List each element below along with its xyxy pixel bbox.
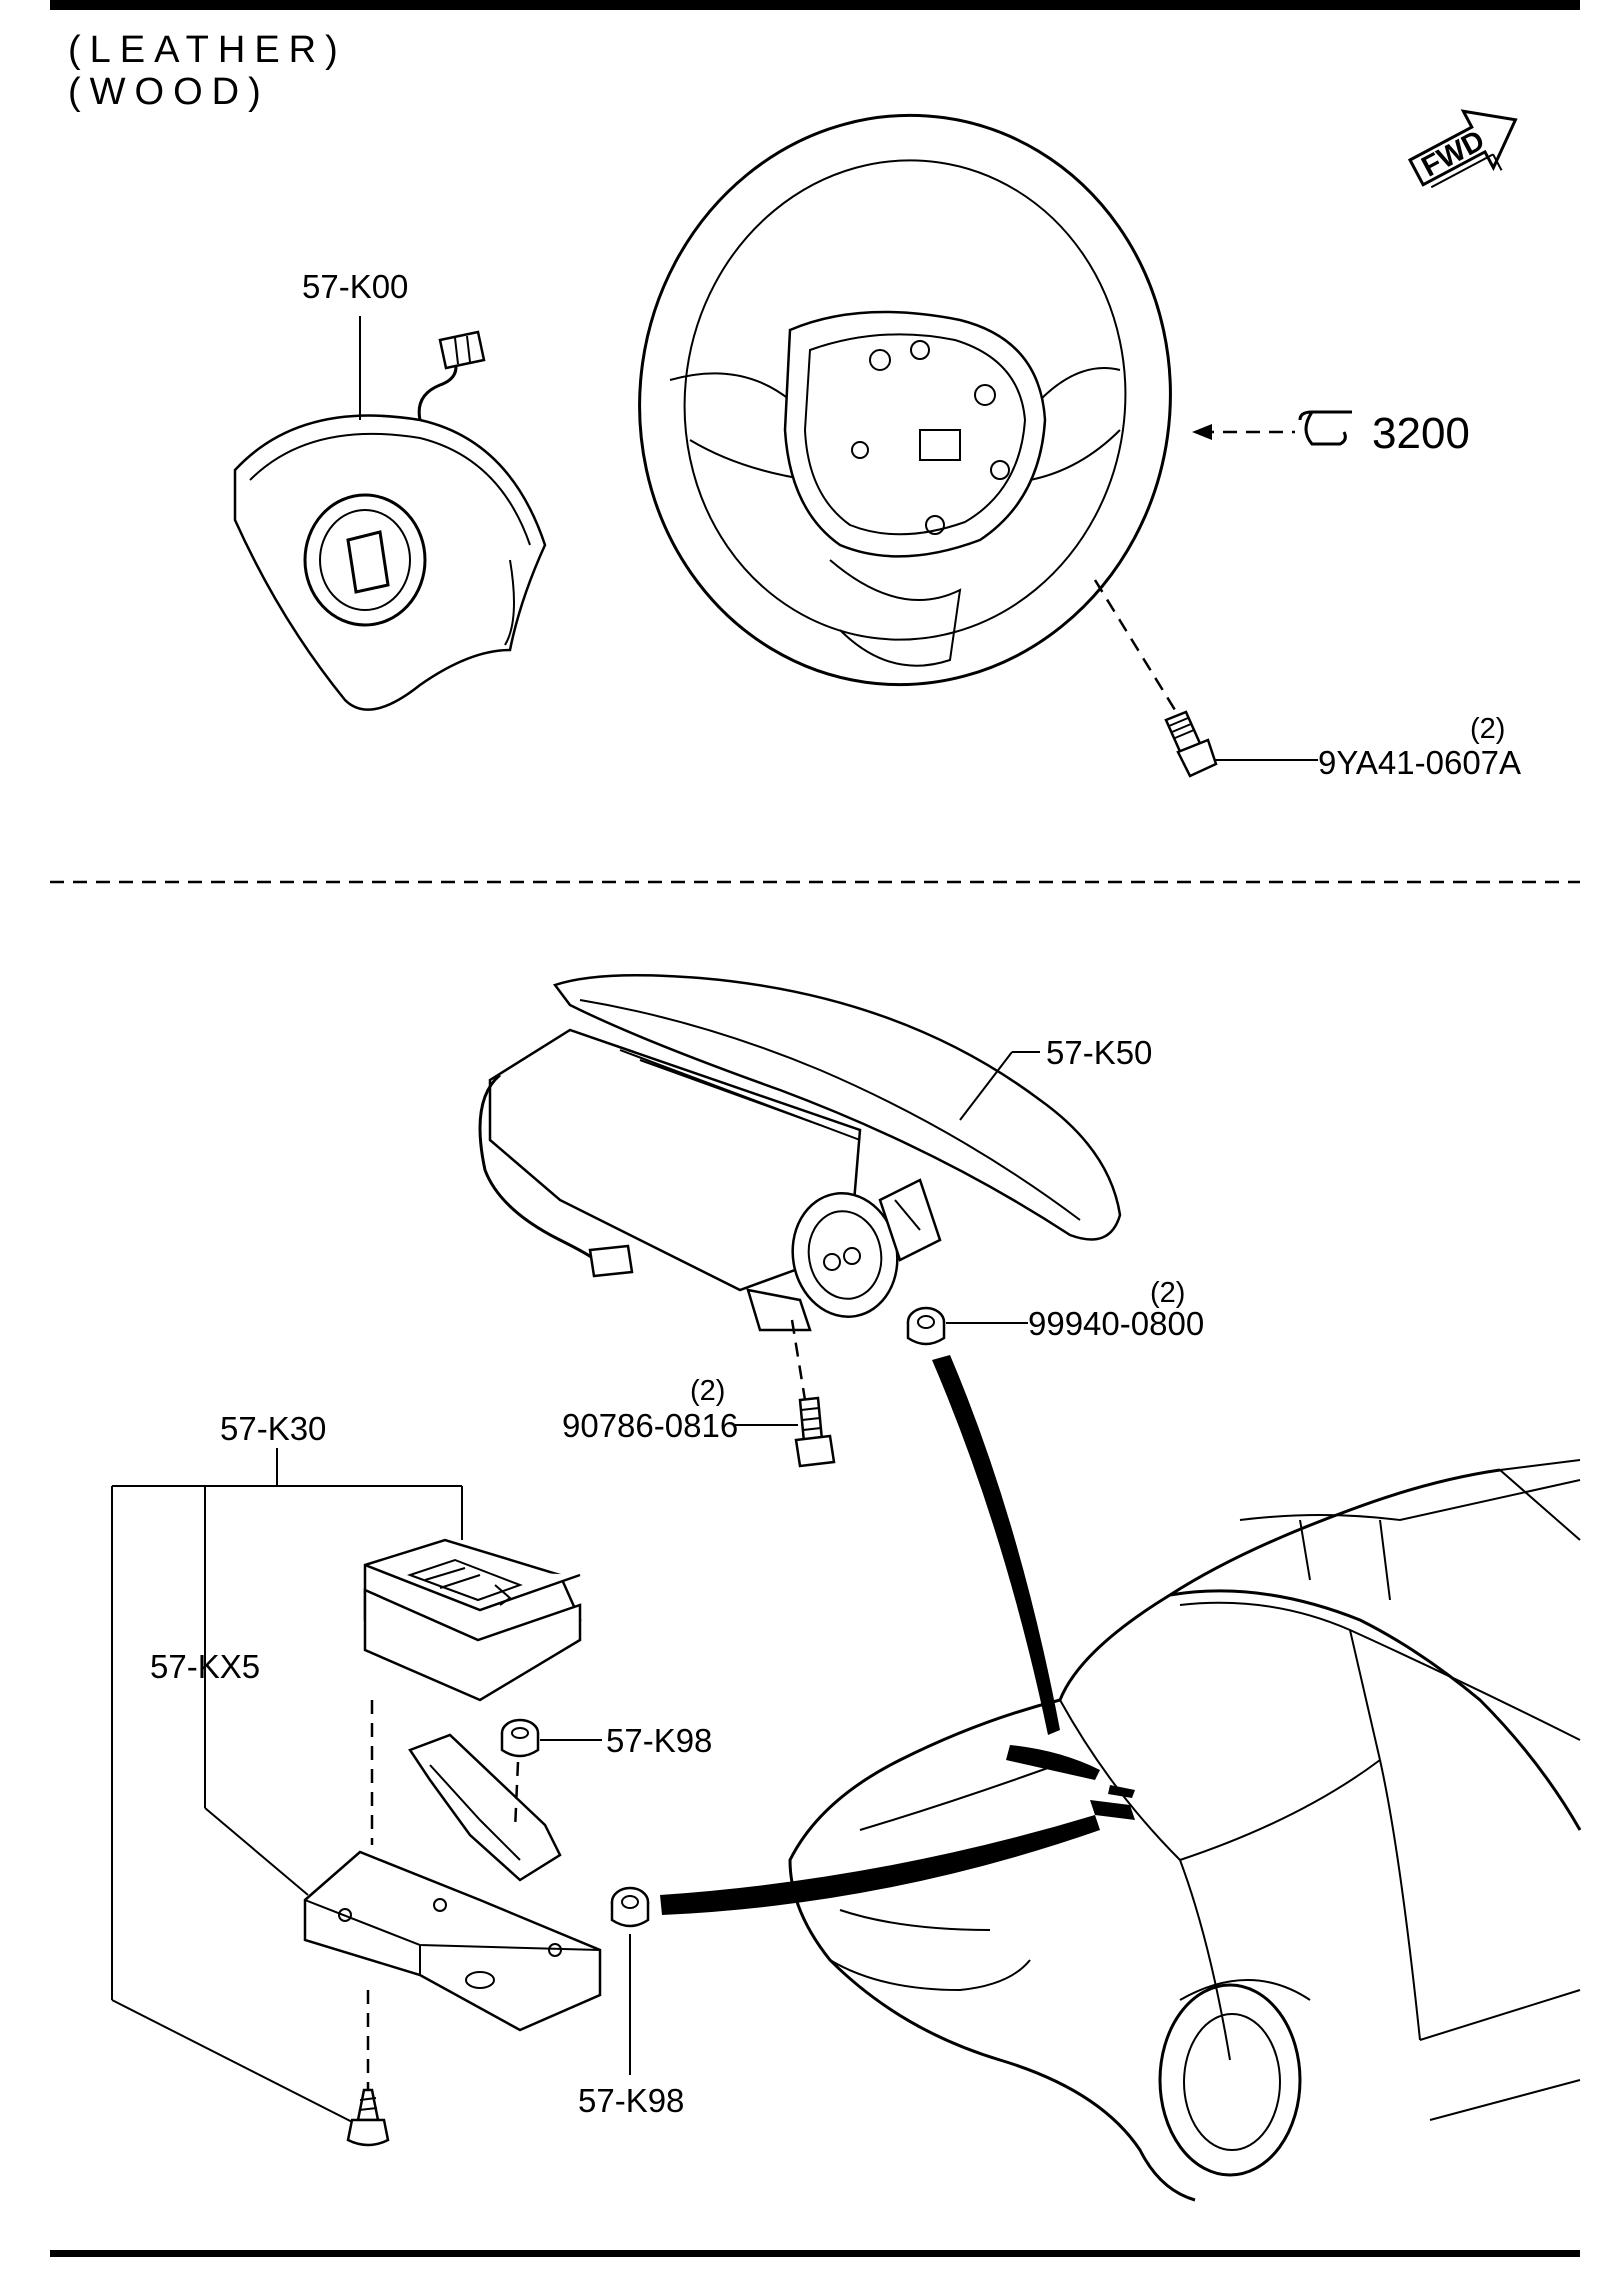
bottom-border [50, 2250, 1580, 2257]
passenger-nut-qty: (2) [1150, 1277, 1185, 1309]
sensor-sub-part-number: 57-KX5 [150, 1648, 260, 1685]
passenger-airbag-part-number: 57-K50 [1046, 1034, 1152, 1071]
trim-label-wood: (WOOD) [68, 71, 270, 113]
passenger-bolt-dashed-leader [790, 1319, 807, 1401]
upper-nut [500, 1718, 540, 1758]
passenger-airbag-module [478, 973, 1122, 1332]
sensor-assy-bracket [111, 1448, 463, 2131]
passenger-airbag-leader [959, 1051, 1013, 1121]
wheel-bolt-part-number: 9YA41-0607A [1318, 744, 1521, 781]
sensor-assy-part-number: 57-K30 [220, 1410, 326, 1447]
ref-arrow-icon [1192, 424, 1212, 440]
passenger-bolt-qty: (2) [690, 1375, 725, 1407]
sensor-location-arrow [660, 1815, 1100, 1915]
airbag-mark [1006, 1745, 1100, 1780]
mounting-screw [346, 2088, 390, 2147]
passenger-bolt [794, 1396, 836, 1468]
upper-nut-part-number: 57-K98 [606, 1722, 712, 1759]
lower-nut [610, 1886, 650, 1928]
steering-wheel [638, 113, 1172, 687]
passenger-nut-part-number: 99940-0800 [1028, 1305, 1204, 1342]
hand-pointer-icon [1298, 410, 1352, 446]
wheel-bolt-dashed-leader [1093, 579, 1177, 711]
passenger-nut [906, 1306, 946, 1346]
sensor-bracket [303, 1733, 602, 2032]
fwd-arrow-icon: FWD [1407, 109, 1518, 189]
passenger-bolt-part-number: 90786-0816 [562, 1407, 738, 1444]
upper-nut-dashed-leader [513, 1761, 520, 1831]
wheel-bolt [1164, 710, 1218, 778]
driver-airbag-part-number: 57-K00 [302, 268, 408, 305]
wheel-bolt-qty: (2) [1470, 713, 1505, 745]
driver-airbag-module [233, 330, 547, 711]
dash-mark [1108, 1785, 1135, 1798]
vehicle-outline [788, 1459, 1582, 2202]
lower-nut-part-number: 57-K98 [578, 2082, 684, 2119]
sensor-control-module [363, 1538, 582, 1702]
top-border [50, 0, 1580, 10]
airbag-location-arrow [932, 1355, 1060, 1735]
trim-label-leather: (LEATHER) [68, 29, 347, 71]
sensor-mark [1090, 1800, 1135, 1820]
steering-wheel-ref-number: 3200 [1372, 409, 1470, 458]
